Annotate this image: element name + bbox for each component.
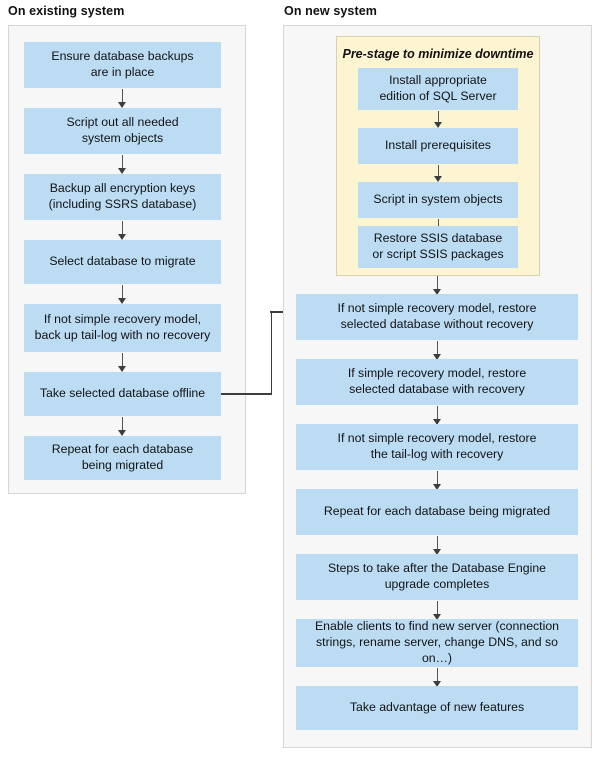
left-panel-title: On existing system bbox=[8, 4, 125, 18]
node-backup-tail-log[interactable]: If not simple recovery model, back up ta… bbox=[24, 304, 221, 352]
node-restore-with-recovery[interactable]: If simple recovery model, restore select… bbox=[296, 359, 578, 405]
arrow-l2-l3 bbox=[121, 155, 124, 173]
node-select-database-to-migrate[interactable]: Select database to migrate bbox=[24, 240, 221, 284]
node-restore-without-recovery[interactable]: If not simple recovery model, restore se… bbox=[296, 294, 578, 340]
node-install-sql-server-edition[interactable]: Install appropriate edition of SQL Serve… bbox=[358, 68, 518, 110]
arrow-l4-l5 bbox=[121, 285, 124, 303]
node-backup-encryption-keys[interactable]: Backup all encryption keys (including SS… bbox=[24, 174, 221, 220]
node-take-database-offline[interactable]: Take selected database offline bbox=[24, 372, 221, 416]
node-repeat-each-database[interactable]: Repeat for each database being migrated bbox=[24, 436, 221, 480]
node-take-advantage-new-features[interactable]: Take advantage of new features bbox=[296, 686, 578, 730]
arrow-r4-r5 bbox=[436, 536, 439, 554]
cross-connector-vertical bbox=[270, 312, 273, 394]
arrow-r3-r4 bbox=[436, 471, 439, 489]
arrow-l1-l2 bbox=[121, 89, 124, 107]
node-steps-after-upgrade[interactable]: Steps to take after the Database Engine … bbox=[296, 554, 578, 600]
node-restore-tail-log-with-recovery[interactable]: If not simple recovery model, restore th… bbox=[296, 424, 578, 470]
arrow-r1-r2 bbox=[436, 341, 439, 359]
node-install-prerequisites[interactable]: Install prerequisites bbox=[358, 128, 518, 164]
cross-connector-horizontal-lower bbox=[221, 393, 272, 395]
node-repeat-each-database-right[interactable]: Repeat for each database being migrated bbox=[296, 489, 578, 535]
pre-stage-subpanel-title: Pre-stage to minimize downtime bbox=[342, 47, 534, 61]
arrow-r2-r3 bbox=[436, 406, 439, 424]
arrow-l3-l4 bbox=[121, 221, 124, 239]
arrow-r6-r7 bbox=[436, 668, 439, 686]
arrow-p1-p2 bbox=[437, 111, 440, 127]
right-panel-title: On new system bbox=[284, 4, 377, 18]
node-script-out-system-objects[interactable]: Script out all needed system objects bbox=[24, 108, 221, 154]
node-script-in-system-objects[interactable]: Script in system objects bbox=[358, 182, 518, 218]
arrow-l6-l7 bbox=[121, 417, 124, 435]
node-restore-ssis-database[interactable]: Restore SSIS database or script SSIS pac… bbox=[358, 226, 518, 268]
node-ensure-database-backups[interactable]: Ensure database backups are in place bbox=[24, 42, 221, 88]
arrow-p2-p3 bbox=[437, 165, 440, 181]
arrow-l5-l6 bbox=[121, 353, 124, 371]
arrow-prestage-r1 bbox=[436, 276, 439, 294]
arrow-r5-r6 bbox=[436, 601, 439, 619]
node-enable-clients-find-server[interactable]: Enable clients to find new server (conne… bbox=[296, 619, 578, 667]
cross-connector-horizontal-upper bbox=[270, 311, 290, 313]
